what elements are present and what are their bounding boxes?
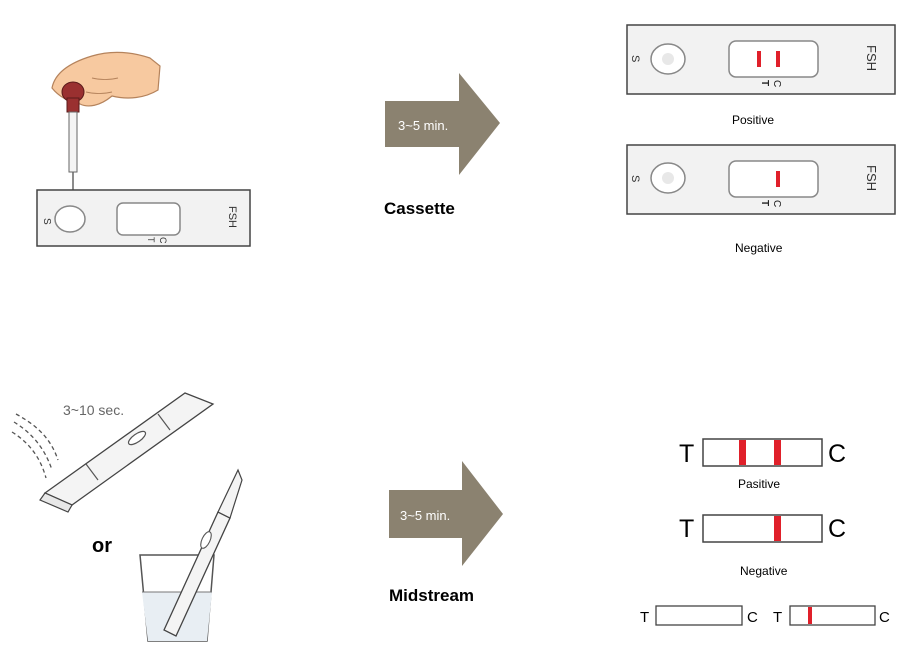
midstream-device-in-stream [39,392,215,513]
test-mark: T [759,80,770,86]
or-text: or [92,535,112,557]
cassette-positive-result: S T C FSH [626,24,896,95]
midstream-positive-result: T C [679,438,846,468]
test-line [739,440,746,465]
control-line [774,440,781,465]
cassette-negative-result: S T C FSH [626,144,896,215]
test-mark: T [146,237,156,243]
midstream-label: Midstream [389,586,474,605]
control-mark: C [828,440,846,468]
urine-stream-icon [11,413,59,479]
cassette-device: S C T FSH [36,189,251,247]
result-window [116,202,181,236]
test-mark: T [679,515,694,543]
cassette-arrow: 3~5 min. [385,73,500,175]
control-mark: C [771,80,782,87]
control-mark: C [158,237,168,244]
control-line [776,51,780,67]
control-line [776,171,780,187]
negative-label: Negative [735,241,783,255]
cassette-label: Cassette [384,199,455,218]
sample-mark: S [629,175,641,182]
control-mark: C [747,609,758,626]
positive-label: Pasitive [738,477,780,491]
positive-label: Positive [732,113,774,127]
midstream-negative-result: T C [679,514,846,543]
test-mark: T [773,609,782,626]
test-line [808,607,812,624]
test-mark: T [640,609,649,626]
sample-mark: S [41,218,52,225]
negative-label: Negative [740,564,788,578]
control-mark: C [879,609,890,626]
control-mark: C [828,515,846,543]
timing-text: 3~10 sec. [63,402,124,418]
brand-mark: FSH [864,165,879,191]
control-mark: C [771,200,782,207]
sample-well [54,205,86,233]
midstream-invalid-results: T C T C [640,605,890,626]
brand-mark: FSH [864,45,879,71]
midstream-arrow-text: 3~5 min. [400,508,450,523]
control-line [774,516,781,541]
test-line [757,51,761,67]
cassette-arrow-text: 3~5 min. [398,118,448,133]
brand-mark: FSH [226,206,238,228]
sample-mark: S [629,55,641,62]
test-mark: T [759,200,770,206]
test-mark: T [679,440,694,468]
cup-illustration [139,468,243,642]
midstream-arrow: 3~5 min. [389,461,503,566]
